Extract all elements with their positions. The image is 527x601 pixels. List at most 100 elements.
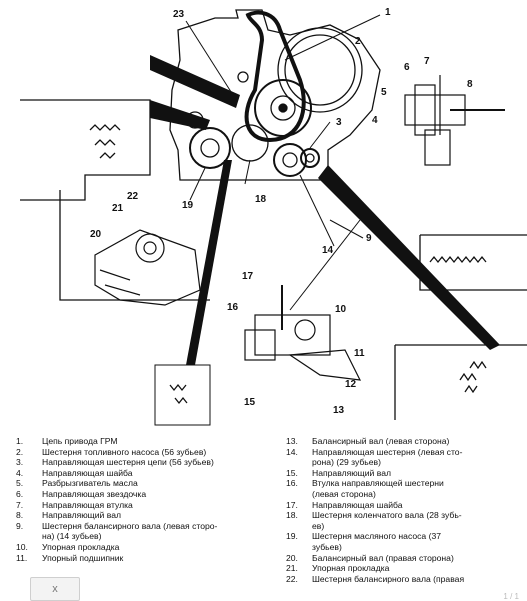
callout-21: 21 (112, 203, 124, 214)
legend-item-text: Шестерня коленчатого вала (28 зубь- (312, 510, 462, 521)
inset-frame-lower-left (59, 190, 210, 301)
legend-item-number (286, 457, 312, 468)
legend-item-number: 13. (286, 436, 298, 446)
callout-17: 17 (242, 271, 254, 282)
legend-item-number: 3. (16, 457, 24, 468)
legend-item: 6. Направляющая звездочка (16, 489, 266, 500)
legend-item: на) (14 зубьев) (16, 531, 266, 542)
legend-item-text: Втулка направляющей шестерни (312, 478, 444, 489)
legend-item: 11. Упорный подшипник (16, 553, 266, 564)
legend-item-text: Направляющая звездочка (42, 488, 147, 499)
legend-item: 7.Направляющая втулка (16, 500, 266, 511)
callout-7: 7 (424, 56, 430, 67)
callout-23: 23 (173, 9, 185, 20)
legend-item-number: 14. (286, 446, 298, 457)
inset-frame-right-upper-side (419, 235, 527, 291)
callout-22: 22 (127, 191, 139, 202)
legend-item-text: (левая сторона) (312, 488, 376, 499)
callout-4: 4 (372, 115, 378, 126)
legend-item-number (286, 521, 312, 532)
camshaft-sprocket (277, 27, 363, 113)
legend-item-text: Направляющий вал (42, 510, 122, 521)
legend-item-number (286, 542, 312, 553)
legend-item-number: 6. (16, 488, 24, 499)
callout-18: 18 (255, 194, 267, 205)
callout-6: 6 (404, 62, 410, 73)
callout-5: 5 (381, 87, 387, 98)
legend-item-text: Упорная прокладка (312, 563, 390, 574)
callout-16: 16 (227, 302, 239, 313)
close-button[interactable]: x (30, 577, 80, 601)
legend-item-text: Направляющая шайба (312, 499, 403, 510)
legend-item-number: 15. (286, 467, 298, 478)
callout-10: 10 (335, 304, 347, 315)
legend-item: 1. Цепь привода ГРМ (16, 436, 266, 447)
legend-item-number: 4. (16, 467, 24, 478)
legend-item-text: Шестерня балансирного вала (левая сторо- (42, 520, 218, 531)
connector-wedge-2 (150, 100, 210, 130)
legend-item-number (16, 531, 42, 542)
gear-teeth-sketch (89, 124, 121, 159)
legend-item-text: Направляющий вал (312, 467, 392, 478)
legend-column-right: 13. Балансирный вал (левая сторона) 14. Нап… (286, 436, 511, 584)
callout-19: 19 (182, 200, 194, 211)
right-balance-shaft-assembly (94, 229, 201, 306)
legend-item: 13. Балансирный вал (левая сторона) (286, 436, 511, 447)
legend-item: 9. Шестерня балансирного вала (левая стор… (16, 521, 266, 532)
callout-9: 9 (366, 233, 372, 244)
callout-11: 11 (354, 348, 365, 359)
legend-item-number: 11. (16, 552, 28, 563)
legend-item-text: Упорный подшипник (42, 552, 124, 563)
callout-20: 20 (90, 229, 102, 240)
legend-item-text: Направляющая шайба (42, 467, 133, 478)
legend-item-text: Направляющая шестерня (левая сто- (312, 446, 463, 457)
legend-item-number: 17. (286, 499, 298, 510)
left-balance-shaft-assembly (254, 314, 331, 356)
legend-column-left: 1. Цепь привода ГРМ 2. Шестерня топливного … (16, 436, 266, 563)
callout-13: 13 (333, 405, 345, 416)
legend-item: 17. Направляющая шайба (286, 500, 511, 511)
legend-item: 10.Упорная прокладка (16, 542, 266, 553)
legend-item: зубьев) (286, 542, 511, 553)
legend-item-text: Шестерня топливного насоса (56 зубьев) (42, 446, 207, 457)
legend-item-text: Балансирный вал (левая сторона) (312, 436, 450, 446)
legend-item: 4. Направляющая шайба (16, 468, 266, 479)
callout-12: 12 (345, 379, 357, 390)
inset-frame-top-left (20, 99, 151, 201)
legend-item-number: 10. (16, 541, 28, 552)
legend-item-text: на) (14 зубьев) (42, 531, 102, 542)
callout-1: 1 (385, 7, 391, 18)
page-indicator: 1 / 1 (503, 592, 519, 601)
legend-item-text: Направляющая шестерня цепи (56 зубьев) (42, 457, 214, 468)
timing-chain (244, 10, 306, 143)
legend-item: рона) (29 зубьев) (286, 457, 511, 468)
legend-item-text: рона) (29 зубьев) (312, 457, 381, 468)
callout-2: 2 (355, 36, 361, 47)
legend-item: 3. Направляющая шестерня цепи (56 зубьев) (16, 457, 266, 468)
legend-item-text: ев) (312, 520, 325, 531)
legend-item-number: 2. (16, 446, 24, 457)
legend-item: 8.Направляющий вал (16, 510, 266, 521)
legend-item-number: 19. (286, 531, 298, 542)
callout-8: 8 (467, 79, 473, 90)
legend-item: 19. Шестерня масляного насоса (37 (286, 531, 511, 542)
legend-item-text: Цепь привода ГРМ (42, 436, 118, 446)
callout-3: 3 (336, 117, 342, 128)
legend-item-number: 18. (286, 510, 298, 521)
legend-item: 5.Разбрызгиватель масла (16, 478, 266, 489)
legend-item-text: Шестерня масляного насоса (37 (312, 531, 442, 542)
legend-item-number: 21. (286, 563, 298, 574)
legend-item: 22.Шестерня балансирного вала (правая (286, 574, 511, 585)
legend-item-text: Шестерня балансирного вала (правая (312, 573, 465, 584)
legend-item-text: Направляющая втулка (42, 499, 133, 510)
connector-wedge-1 (150, 55, 240, 108)
legend-item-number: 5. (16, 478, 24, 489)
callout-15: 15 (244, 397, 256, 408)
legend-item-number: 1. (16, 436, 24, 446)
chain-guide-gear (254, 79, 312, 137)
oil-pump-gear (189, 127, 231, 169)
legend-item-number: 16. (286, 478, 298, 489)
engine-timing-diagram: 23 1 2 6 7 8 5 4 3 18 19 22 21 20 9 14 1… (20, 7, 527, 426)
legend-item-number: 9. (16, 520, 24, 531)
connector-wedge-3 (318, 165, 500, 350)
